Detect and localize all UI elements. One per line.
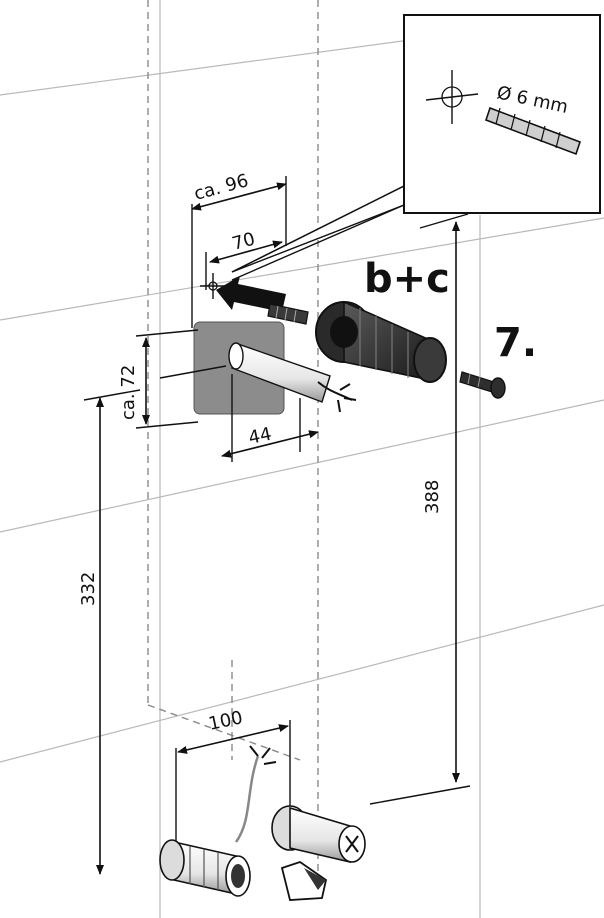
dimension-height-388: 388: [369, 213, 471, 805]
drill-detail-inset: Ø 6 mm: [231, 14, 601, 281]
drill-hole-mark: [200, 273, 226, 299]
step-number: 7.: [494, 320, 537, 366]
dimension-label-388: 388: [422, 480, 443, 514]
dimension-label-44: 44: [247, 424, 274, 449]
parts-label: b+c: [364, 256, 450, 302]
drain-pipe: [228, 342, 331, 403]
dimension-pipe-offset-44: 44: [221, 374, 319, 462]
dimension-label-332: 332: [78, 572, 99, 606]
dimension-label-ca96: ca. 96: [192, 170, 251, 205]
dimension-label-70: 70: [230, 229, 258, 255]
water-valve-left: [159, 839, 251, 897]
cable-end: [317, 381, 357, 413]
insert-direction-arrow-icon: [216, 276, 286, 312]
lower-cable-end: [249, 745, 277, 765]
dimension-hole-spacing-70: 70: [205, 229, 283, 290]
drill-bit-icon: [484, 106, 582, 156]
mounting-sleeve: [315, 300, 447, 383]
dimension-label-100: 100: [207, 707, 245, 735]
water-valve-right: [271, 805, 366, 901]
wall-anchor: [267, 303, 309, 325]
guide-lines: [147, 0, 319, 890]
dimension-height-332: 332: [78, 389, 141, 875]
lower-cable: [234, 755, 260, 843]
screw-icon: [459, 371, 506, 399]
